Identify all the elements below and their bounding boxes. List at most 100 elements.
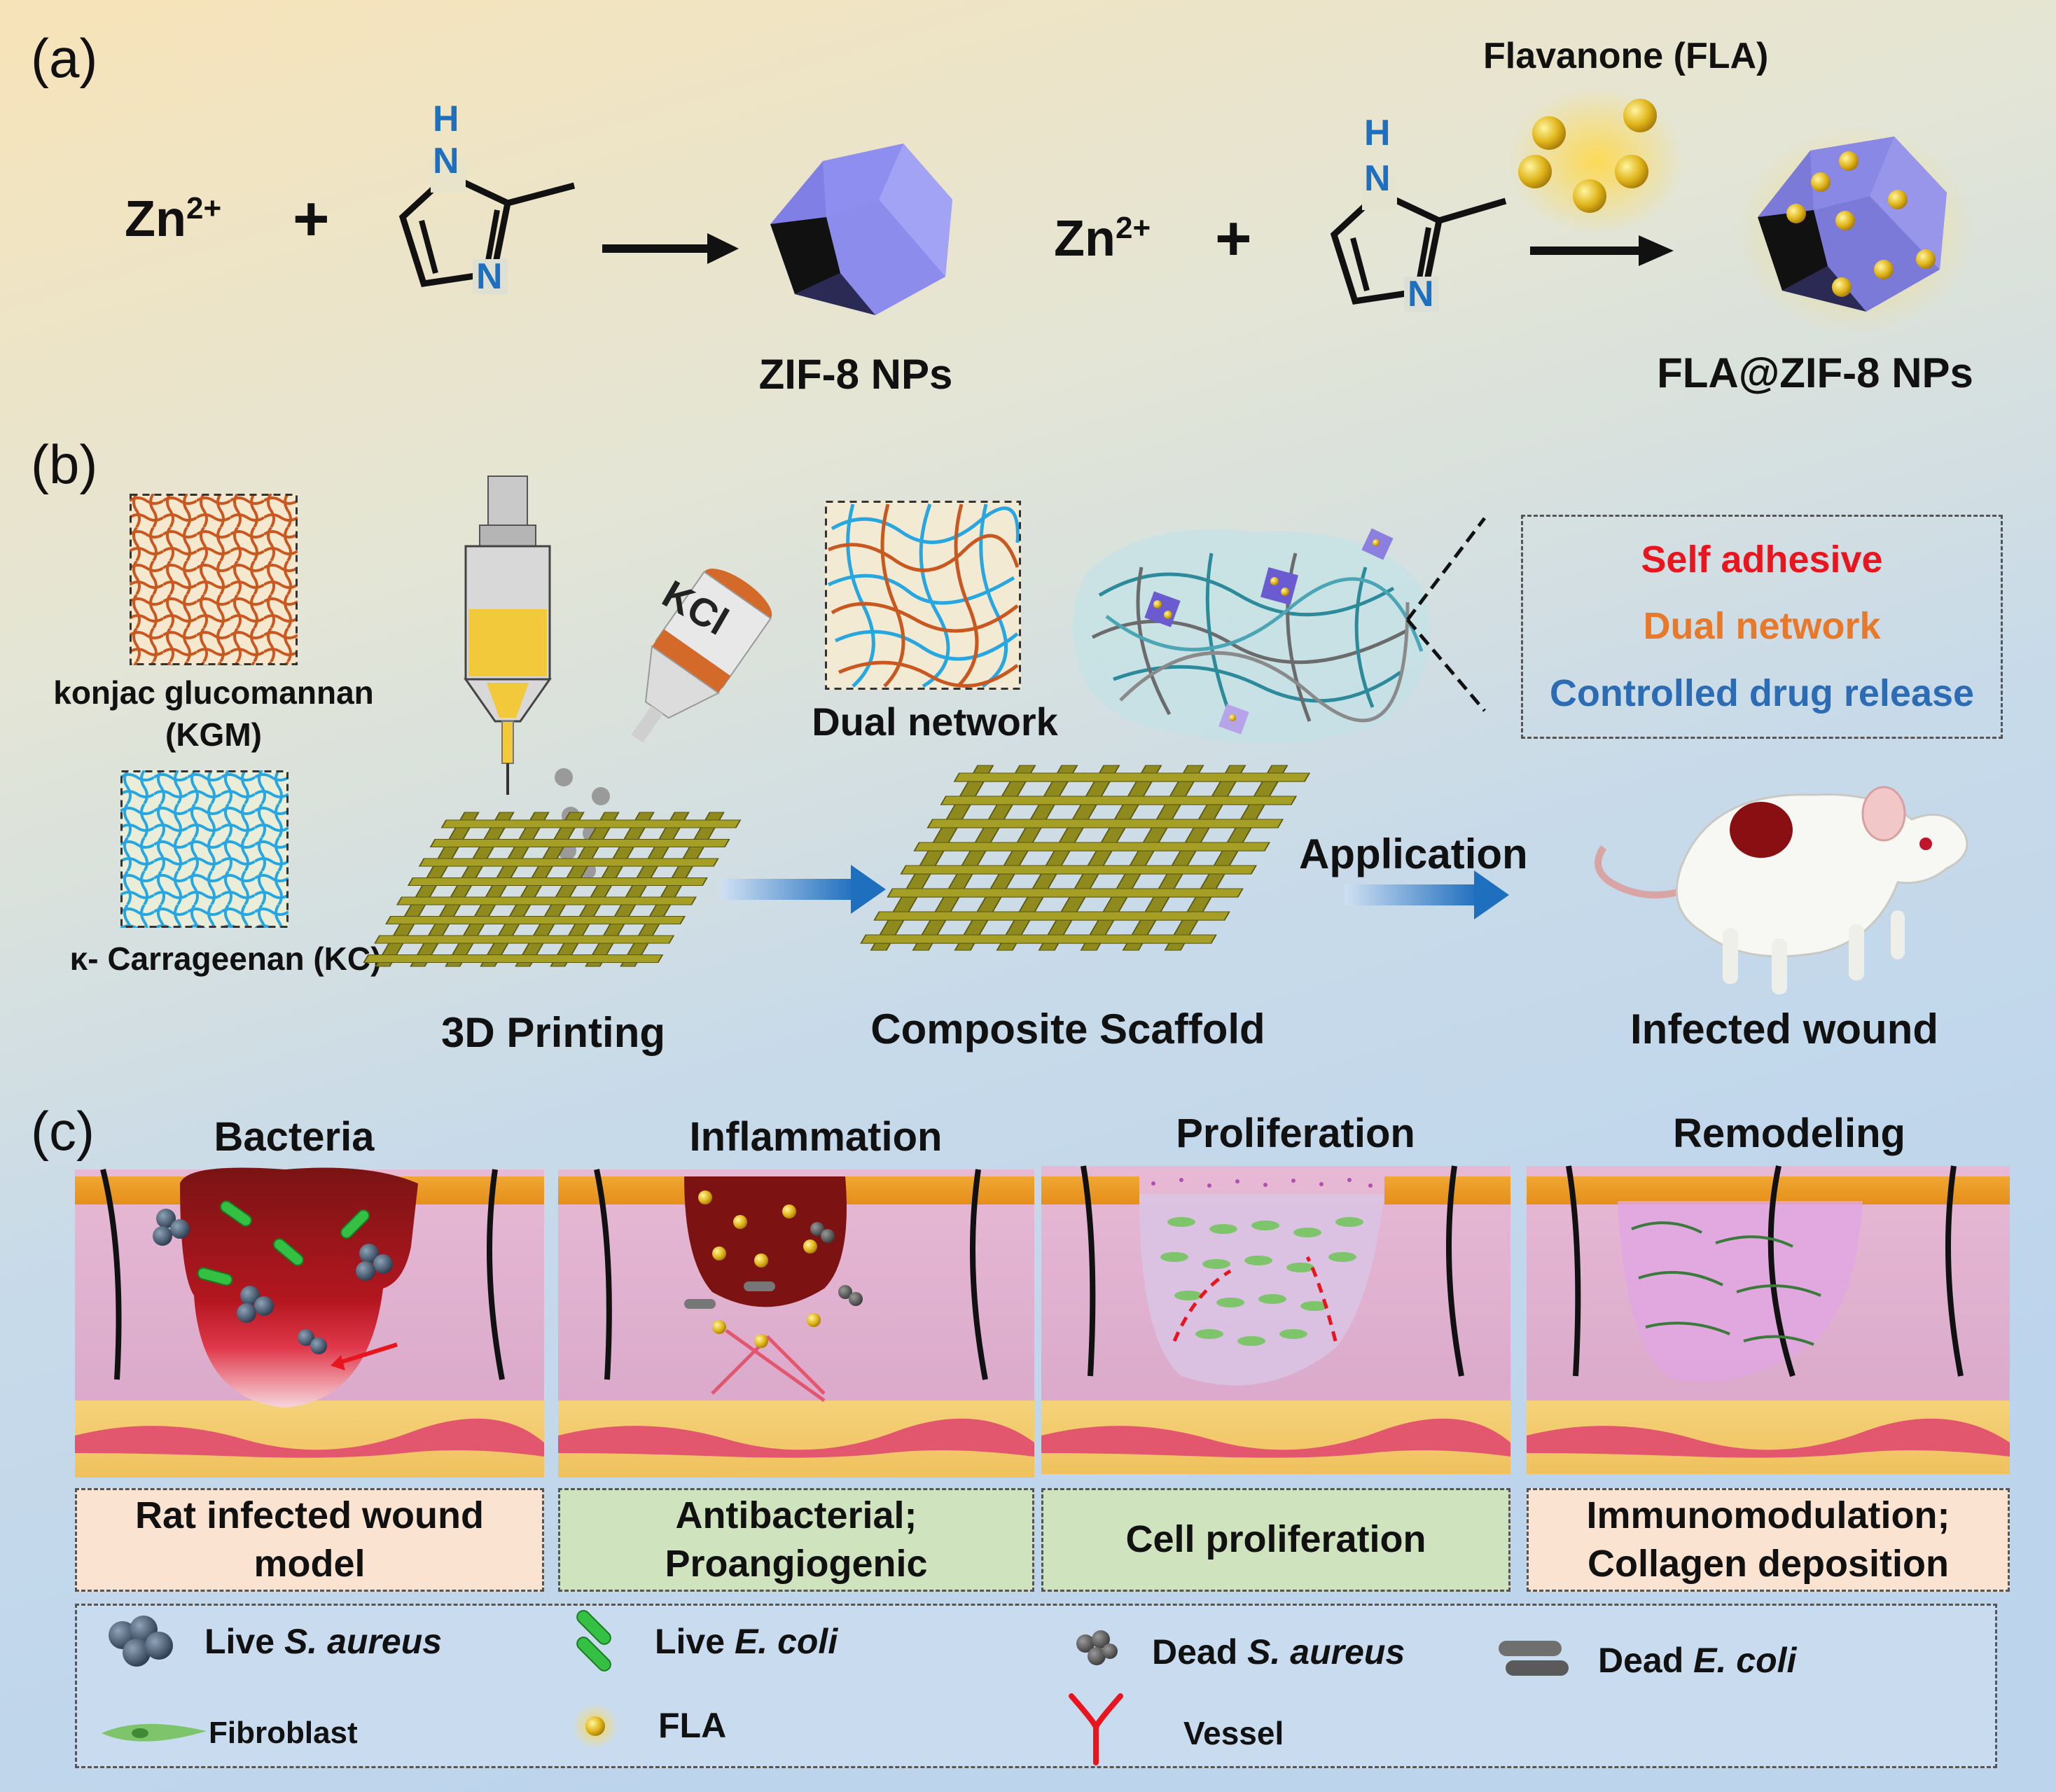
- kgm-label-line1: konjac glucomannan: [53, 674, 374, 711]
- legend-live-e-coli-species: E. coli: [734, 1622, 838, 1661]
- stage-box-bacteria: Rat infected wound model: [75, 1488, 544, 1592]
- kgm-label-line2: (KGM): [165, 716, 262, 753]
- zinc-symbol-1: Zn: [125, 191, 186, 247]
- application-arrow: [1345, 870, 1509, 919]
- panel-a-label: (a): [31, 27, 98, 89]
- kgm-network-box: [130, 494, 298, 665]
- printed-scaffold: [363, 812, 742, 967]
- live-s-aureus-cluster: [153, 1209, 393, 1354]
- hydrogel-network-blob: [1073, 528, 1431, 744]
- rat-illustration: [1595, 786, 1968, 994]
- dual-network-box: [825, 501, 1021, 690]
- fla-zif8-crystal: [1737, 126, 1975, 336]
- stage-box-inflammation-line2: Proangiogenic: [665, 1543, 928, 1585]
- legend-live-s-aureus: Live S. aureus: [204, 1621, 442, 1662]
- legend-dead-s-aureus-prefix: Dead: [1152, 1632, 1248, 1672]
- legend-live-e-coli-prefix: Live: [655, 1622, 735, 1661]
- stage-box-bacteria-line1: Rat infected wound: [135, 1494, 484, 1536]
- imidazole-structure-2: [1330, 175, 1507, 312]
- zoom-callout-lines: [1406, 517, 1486, 712]
- embedded-fla-zif8: [1144, 528, 1394, 735]
- properties-box: Self adhesive Dual network Controlled dr…: [1521, 515, 2003, 739]
- zinc-charge-1: 2+: [186, 191, 222, 225]
- stage-box-proliferation: Cell proliferation: [1041, 1488, 1510, 1592]
- legend-box: [75, 1604, 1997, 1768]
- stage-box-remodeling-line2: Collagen deposition: [1587, 1543, 1949, 1585]
- collagen-fibers: [1631, 1221, 1821, 1346]
- fla-loaded-dots: [1786, 151, 1936, 297]
- legend-live-s-aureus-prefix: Live: [204, 1622, 284, 1661]
- fibroblast-field: [1160, 1217, 1363, 1346]
- fla-zif8-label: FLA@ZIF-8 NPs: [1657, 349, 1973, 396]
- printer-nozzle: [464, 475, 552, 795]
- vessel-icon: [1069, 1693, 1123, 1765]
- legend-dead-e-coli: Dead E. coli: [1598, 1640, 1796, 1681]
- scaffold-label: Composite Scaffold: [870, 1006, 1265, 1053]
- legend-live-e-coli: Live E. coli: [655, 1621, 838, 1662]
- printing-label: 3D Printing: [440, 1009, 666, 1056]
- legend-dead-e-coli-species: E. coli: [1693, 1641, 1797, 1680]
- skin-section-proliferation: [1041, 1165, 1510, 1474]
- live-s-aureus-icon: [109, 1616, 173, 1667]
- live-e-coli-cluster: [197, 1200, 370, 1286]
- zinc-charge-2: 2+: [1115, 211, 1151, 245]
- stage-box-inflammation-line1: Antibacterial;: [675, 1494, 917, 1536]
- plus-sign-2: +: [1215, 204, 1252, 274]
- property-self-adhesive: Self adhesive: [1641, 539, 1883, 581]
- stage-box-remodeling-line1: Immunomodulation;: [1586, 1494, 1950, 1536]
- stage-title-inflammation: Inflammation: [689, 1114, 943, 1160]
- zinc-ion-1: Zn2+: [125, 190, 221, 248]
- zif8-label: ZIF-8 NPs: [758, 351, 953, 398]
- wound-label: Infected wound: [1630, 1006, 1938, 1053]
- kc-network-box: [120, 770, 289, 928]
- imidazole-h-2: H: [1364, 113, 1391, 153]
- kc-label: κ- Carrageenan (KC): [69, 940, 382, 977]
- kcl-bottle: [631, 569, 772, 743]
- fla-dots-inflammation: [698, 1190, 821, 1348]
- panel-b-label: (b): [31, 433, 98, 495]
- legend-live-s-aureus-species: S. aureus: [284, 1622, 443, 1661]
- imidazole-structure-1: [398, 158, 576, 294]
- stage-title-remodeling: Remodeling: [1673, 1111, 1905, 1156]
- skin-section-bacteria: [75, 1167, 544, 1478]
- keratinocyte-dots: [1151, 1178, 1373, 1188]
- imidazole-n-top-1: N: [433, 141, 459, 181]
- stage-box-inflammation: Antibacterial; Proangiogenic: [558, 1488, 1034, 1592]
- property-dual-network: Dual network: [1643, 605, 1881, 648]
- dead-e-coli-icon: [1499, 1641, 1569, 1676]
- flavanone-label: Flavanone (FLA): [1483, 36, 1769, 76]
- dual-network-label: Dual network: [812, 700, 1058, 744]
- dead-s-aureus-icon: [1076, 1630, 1118, 1665]
- skin-section-inflammation: [558, 1169, 1034, 1478]
- stage-title-proliferation: Proliferation: [1176, 1111, 1415, 1156]
- skin-section-remodeling: [1527, 1165, 2010, 1474]
- imidazole-n-bottom-1: N: [476, 256, 503, 297]
- composite-scaffold: [860, 765, 1311, 951]
- stage-title-bacteria: Bacteria: [214, 1114, 375, 1160]
- stage-box-proliferation-line1: Cell proliferation: [1125, 1518, 1426, 1561]
- zinc-ion-2: Zn2+: [1054, 210, 1151, 268]
- legend-fla: FLA: [658, 1706, 727, 1745]
- legend-dead-s-aureus-species: S. aureus: [1247, 1632, 1405, 1672]
- live-e-coli-icon: [576, 1610, 611, 1672]
- imidazole-h-1: H: [433, 99, 459, 139]
- property-controlled-release: Controlled drug release: [1549, 672, 1975, 714]
- legend-dead-e-coli-prefix: Dead: [1598, 1641, 1694, 1680]
- zinc-symbol-2: Zn: [1054, 211, 1116, 267]
- reaction-arrow-1: [602, 233, 739, 264]
- stage-box-bacteria-line2: model: [253, 1543, 366, 1585]
- fla-icon: [572, 1703, 618, 1749]
- application-label: Application: [1299, 831, 1528, 877]
- printing-to-scaffold-arrow: [721, 865, 886, 914]
- legend-dead-s-aureus: Dead S. aureus: [1152, 1632, 1405, 1672]
- reaction-arrow-2: [1530, 235, 1674, 266]
- legend-fibroblast: Fibroblast: [209, 1716, 358, 1750]
- imidazole-n-bottom-2: N: [1408, 274, 1434, 314]
- fibroblast-icon: [102, 1723, 207, 1742]
- panel-c-label: (c): [31, 1100, 95, 1162]
- stage-box-remodeling: Immunomodulation; Collagen deposition: [1527, 1488, 2010, 1592]
- dead-bacteria-inflammation: [684, 1222, 863, 1309]
- zif8-crystal: [770, 144, 952, 315]
- flavanone-particles: [1509, 88, 1684, 235]
